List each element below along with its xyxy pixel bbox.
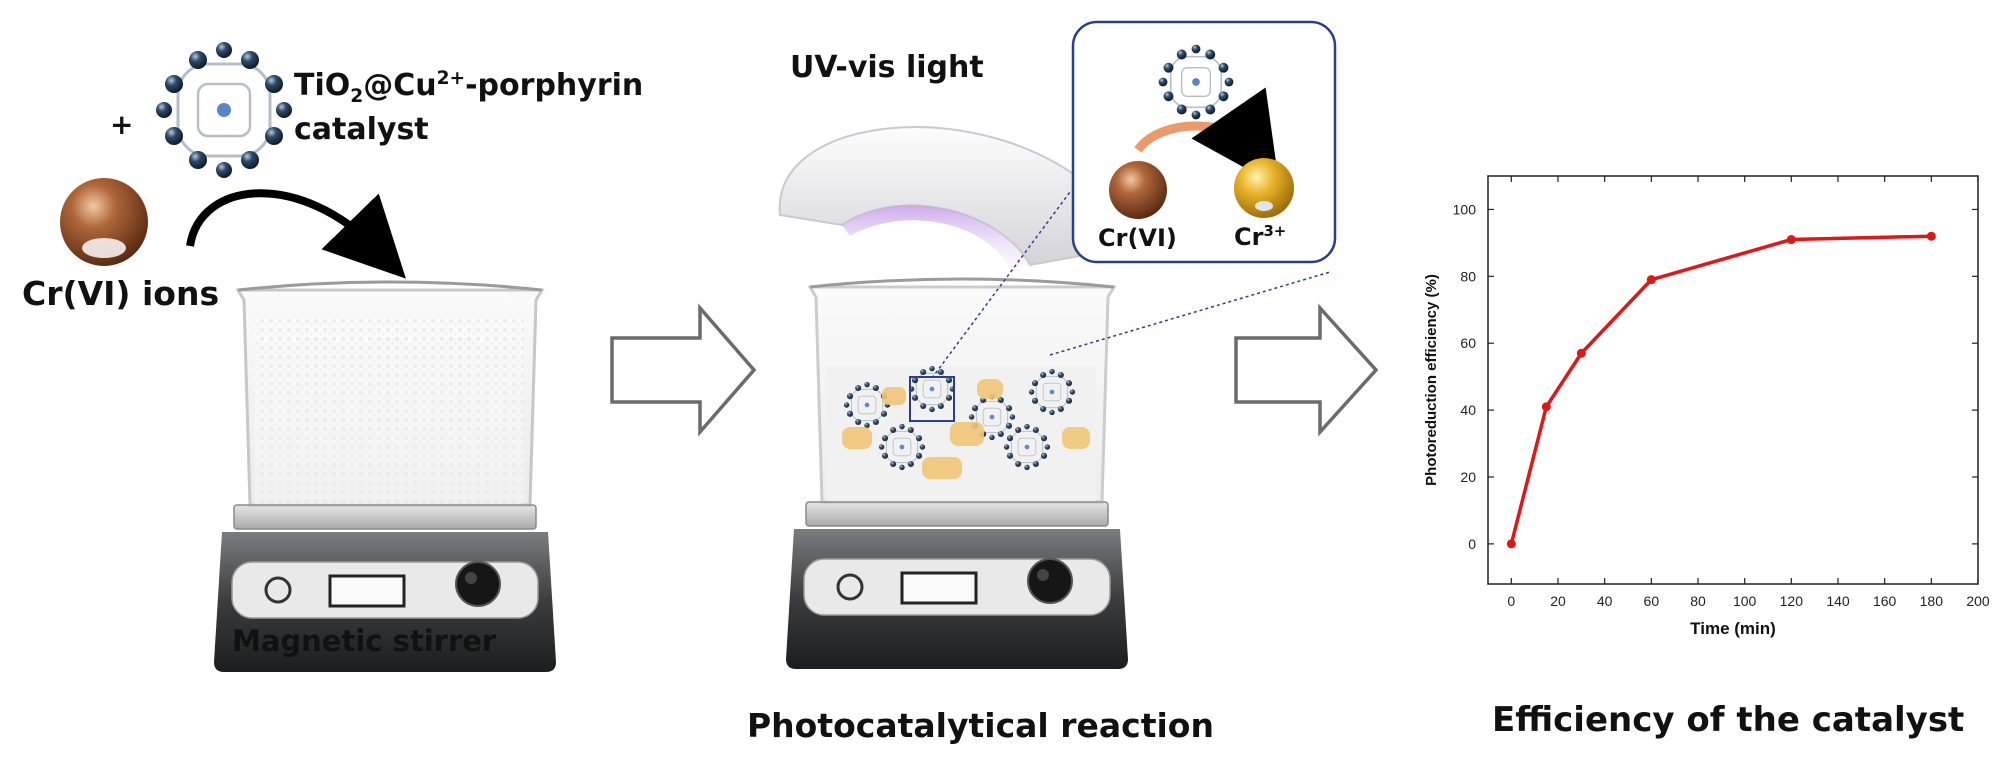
data-point bbox=[1541, 402, 1551, 412]
x-tick-label: 200 bbox=[1966, 593, 1990, 609]
x-tick-label: 20 bbox=[1550, 593, 1566, 609]
step-arrow-icon bbox=[610, 303, 757, 437]
cr6-ion-icon bbox=[1109, 161, 1167, 219]
cr3-ion-icon bbox=[1234, 158, 1294, 218]
x-tick-label: 180 bbox=[1920, 593, 1944, 609]
data-points bbox=[1506, 231, 1936, 549]
x-tick-label: 160 bbox=[1873, 593, 1897, 609]
x-tick-label: 80 bbox=[1690, 593, 1706, 609]
plus-sign: + bbox=[110, 108, 134, 141]
y-tick-label: 20 bbox=[1460, 469, 1476, 485]
data-point bbox=[1786, 235, 1796, 245]
zoom-line bbox=[931, 191, 1071, 379]
reaction-beaker-icon bbox=[784, 277, 1130, 671]
uv-lamp-icon bbox=[778, 126, 1087, 268]
addition-arrow-icon bbox=[186, 189, 406, 279]
catalyst-label: TiO2@Cu2+-porphyrin bbox=[294, 68, 644, 107]
data-point bbox=[1926, 231, 1936, 241]
x-tick-label: 100 bbox=[1733, 593, 1757, 609]
cr6-ion-icon bbox=[60, 178, 148, 266]
reduction-inset bbox=[1071, 20, 1337, 264]
step-arrow-icon bbox=[1234, 303, 1379, 437]
x-axis-ticks: 0 20 40 60 80 100 120 140 160 180 200 bbox=[1507, 176, 1990, 609]
x-axis-label: Time (min) bbox=[1690, 619, 1776, 638]
inset-cr6-label: Cr(VI) bbox=[1098, 224, 1177, 252]
panel-photocatalysis bbox=[778, 20, 1337, 671]
photocat-caption: Photocatalytical reaction bbox=[747, 706, 1214, 745]
data-point bbox=[1506, 539, 1516, 549]
x-tick-label: 120 bbox=[1780, 593, 1804, 609]
y-tick-label: 60 bbox=[1460, 335, 1476, 351]
y-axis-label: Photoreduction efficiency (%) bbox=[1423, 274, 1440, 486]
efficiency-caption: Efficiency of the catalyst bbox=[1492, 700, 1965, 740]
catalyst-label-line2: catalyst bbox=[294, 112, 429, 147]
x-tick-label: 0 bbox=[1507, 593, 1515, 609]
efficiency-chart: 0 20 40 60 80 100 120 140 160 180 200 0 20 40 60 80 100… bbox=[1423, 175, 1990, 638]
light-label: UV-vis light bbox=[790, 50, 984, 85]
x-tick-label: 140 bbox=[1826, 593, 1850, 609]
y-tick-label: 40 bbox=[1460, 402, 1476, 418]
panel-catalyst-addition bbox=[60, 40, 558, 674]
y-axis-ticks: 0 20 40 60 80 100 bbox=[1453, 201, 1978, 552]
plot-frame bbox=[1487, 175, 1979, 585]
data-point bbox=[1576, 348, 1586, 358]
y-tick-label: 100 bbox=[1453, 201, 1477, 217]
porphyrin-molecule-icon bbox=[154, 40, 294, 180]
x-tick-label: 60 bbox=[1644, 593, 1660, 609]
cr6-ions-label: Cr(VI) ions bbox=[22, 274, 220, 313]
y-tick-label: 0 bbox=[1468, 536, 1476, 552]
stirrer-label: Magnetic stirrer bbox=[232, 624, 497, 658]
data-point bbox=[1646, 275, 1656, 285]
magnetic-stirrer-icon bbox=[212, 280, 558, 674]
y-tick-label: 80 bbox=[1460, 268, 1476, 284]
zoom-line bbox=[1049, 271, 1331, 356]
x-tick-label: 40 bbox=[1597, 593, 1613, 609]
inset-cr3-label: Cr3+ bbox=[1234, 222, 1287, 251]
efficiency-line bbox=[1509, 234, 1932, 545]
